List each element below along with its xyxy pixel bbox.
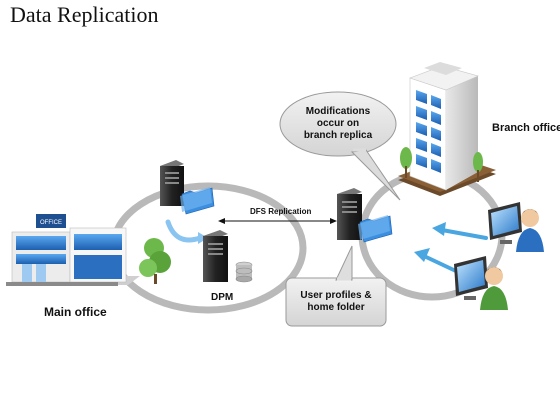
callout-line: User profiles & [300,290,372,301]
callout-line: home folder [307,302,365,313]
branch-office-label: Branch office [492,122,560,134]
backup-arrow [165,219,208,244]
dfs-replication-label: DFS Replication [250,207,312,216]
user-profiles-callout-text: User profiles & home folder [290,290,382,314]
server-icon [203,230,228,282]
dfs-replication-arrow [218,218,337,224]
office-building-icon: OFFICE [6,214,140,286]
sync-arrow [414,248,460,274]
database-icon [235,261,253,283]
sync-arrow [432,222,488,240]
skyscraper-windows [416,90,441,173]
callout-line: Modifications [305,106,371,117]
callout-box-user-profiles [285,245,387,327]
tree-icon [400,147,483,182]
modifications-callout-text: Modifications occur on branch replica [290,106,386,142]
server-icon [337,188,362,240]
tree-icon [139,238,171,284]
callout-line: occur on [316,118,360,129]
user-icon [516,209,544,252]
folder-icon [358,215,393,243]
dpm-label: DPM [211,292,234,303]
svg-text:OFFICE: OFFICE [40,220,62,226]
callout-bubble-modifications [279,91,401,201]
folder-icon [180,187,215,215]
page-title: Data Replication [10,2,159,27]
main-office-label: Main office [44,305,107,319]
skyscraper-icon [398,62,496,196]
workstation-icon [454,256,488,300]
workstation-icon [488,202,522,244]
server-icon [160,160,184,206]
callout-line: branch replica [303,130,373,141]
user-icon [480,267,508,310]
